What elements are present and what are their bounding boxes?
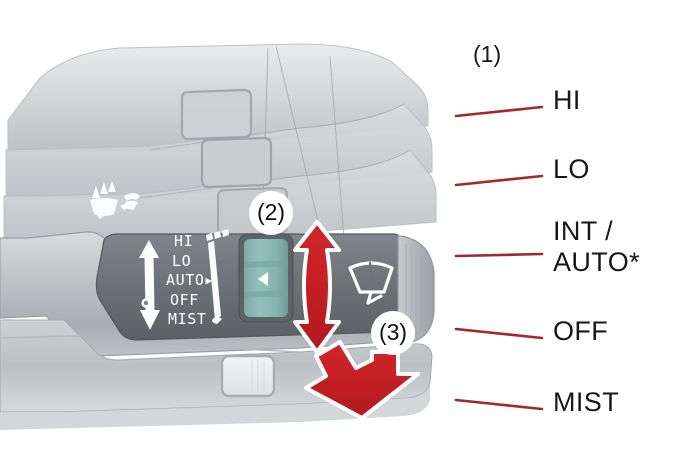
leader-line-lo (454, 174, 544, 187)
callout-marker-1: (1) (473, 41, 502, 67)
callout-marker-2: (2) (249, 191, 293, 235)
label-int-line2: AUTO* (553, 247, 641, 277)
ring-rotation-arrow (293, 220, 341, 354)
auto-arrow-icon: ▶ (205, 274, 213, 287)
stalk-marking-mist: MIST (168, 310, 207, 328)
leader-lines (454, 105, 544, 411)
label-hi: HI (553, 85, 581, 115)
rear-wiper-washer-icon (90, 181, 140, 219)
leader-line-off (454, 327, 544, 340)
label-lo: LO (553, 154, 590, 184)
leader-line-mist (454, 398, 544, 411)
stalk-artwork (0, 43, 437, 430)
rotary-ring-switch[interactable] (238, 233, 294, 323)
callout-marker-3: (3) (371, 311, 415, 355)
callout-3-text: (3) (378, 318, 408, 345)
ghost-recess-pads (180, 88, 288, 237)
callout-2-text: (2) (256, 198, 286, 225)
stalk-marking-auto: AUTO (166, 271, 205, 289)
leader-line-int (454, 252, 544, 258)
label-off: OFF (553, 316, 609, 346)
label-mist: MIST (553, 387, 620, 417)
stalk-marking-off: OFF (170, 290, 199, 309)
ring-pointer-icon (258, 272, 268, 286)
wiper-stalk-illustration: HI LO AUTO ▶ OFF MIST (2) (3) (0, 43, 437, 430)
washer-spray-icon (206, 229, 229, 324)
stalk-travel-arrow (139, 240, 160, 330)
stalk-pull-arrow (304, 340, 420, 420)
leader-line-hi (454, 105, 544, 118)
stalk-lower-button[interactable] (220, 354, 276, 398)
label-int-auto: INT / AUTO* (553, 216, 640, 278)
stalk-marking-lo: LO (172, 251, 192, 270)
front-wiper-icon (348, 261, 394, 305)
label-int-line1: INT / (553, 216, 614, 246)
stalk-marking-hi: HI (174, 232, 194, 250)
callout-label-column: (1) HI LO INT / AUTO* OFF MIST (440, 0, 673, 472)
stalk-position-markings: HI LO AUTO ▶ OFF MIST (166, 232, 286, 330)
